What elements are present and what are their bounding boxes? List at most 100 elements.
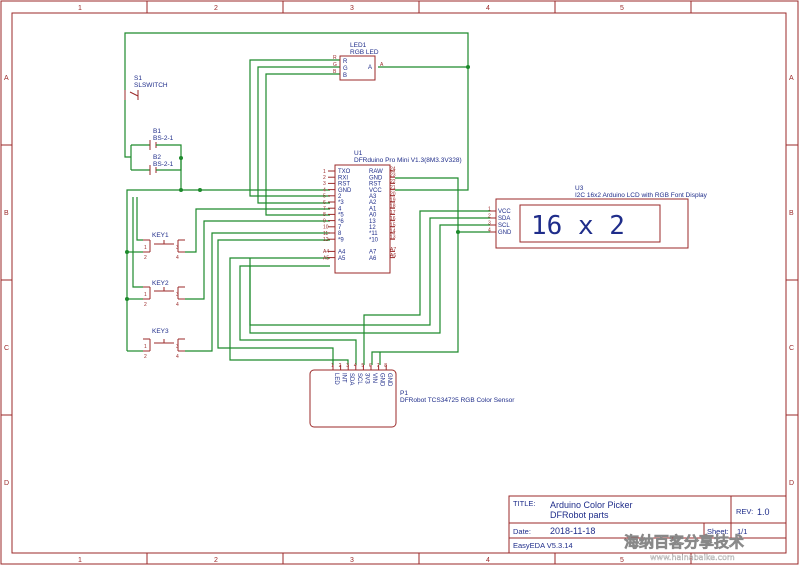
wire-gnd-rail (126, 189, 181, 351)
lcd-screen (519, 204, 661, 243)
u1-left-pin-name: 7 (338, 225, 342, 231)
tb-rev-value: 1.0 (757, 507, 770, 517)
wire-key2-d7 (185, 220, 330, 300)
u3-pin-num: 4 (488, 228, 491, 234)
led1-num-a: A (380, 62, 384, 68)
tb-date-label: Date: (513, 527, 531, 536)
key1-pin-4: 4 (176, 255, 179, 261)
u1-right-pin-name: A7 (369, 250, 377, 256)
ruler-labels: 1 2 3 4 5 1 2 3 4 5 A B C D A B C D (4, 5, 794, 564)
u3-pin-num: 1 (488, 207, 491, 213)
ruler-col-1-top: 1 (78, 5, 82, 12)
watermark-main: 海纳百客分享技术 (624, 533, 744, 551)
key2-pin-1: 1 (144, 292, 147, 298)
p1-sensor: P1 DFRobot TCS34725 RGB Color Sensor LED… (309, 363, 515, 428)
u1-right-pin-num: 16 (390, 216, 396, 222)
u1-left-pin-num: 5 (323, 194, 326, 200)
u1-right-pin-name: *11 (369, 231, 378, 237)
u1-right-pin-num: 22 (390, 179, 396, 185)
wire-gnd-main (180, 158, 330, 191)
key1-pin-3: 3 (176, 245, 179, 251)
ruler-row-c-left: C (4, 345, 9, 352)
b2-ref: B2 (153, 154, 161, 161)
ruler-col-5-top: 5 (620, 5, 624, 12)
ruler-col-4-top: 4 (486, 5, 490, 12)
u3-pin-name: SCL (498, 223, 510, 229)
u1-left-pin-name: *5 (338, 213, 344, 219)
key1-pin-1: 1 (144, 245, 147, 251)
wire-sda-lcd (229, 257, 349, 365)
led1-num-g: G (333, 62, 337, 68)
wire-key-bracket (136, 197, 143, 241)
ruler-col-1-bot: 1 (78, 557, 82, 564)
u1-left-pin-num: 6 (323, 200, 326, 206)
wire-lcd-scl (249, 224, 490, 334)
u3-pin-num: 2 (488, 214, 491, 220)
ruler-row-a-left: A (4, 75, 9, 82)
u1-left-pin-num: 9 (323, 218, 326, 224)
u1-left-pin-name: A5 (338, 256, 346, 262)
u1-left-pin-name: *3 (338, 200, 344, 206)
b1-battery: B1 BS-2-1 (131, 128, 177, 150)
key2-ref: KEY2 (152, 280, 169, 287)
p1-pin-num: 8 (384, 363, 387, 369)
u1-right-pin-num: 20 (390, 191, 396, 197)
wire-led-b (265, 73, 340, 216)
u1-right-pin-num: 19 (390, 198, 396, 204)
tb-date-value: 2018-11-18 (550, 526, 595, 536)
u1-ref: U1 (354, 150, 363, 157)
u1-left-pin-name: *6 (338, 219, 344, 225)
led1-pin-a: A (368, 65, 372, 71)
u1-right-pin-num: 17 (390, 210, 396, 216)
ruler-col-5-bot: 5 (620, 557, 624, 564)
u1-right-pin-name: RST (369, 182, 381, 188)
key2-pin-3: 3 (176, 292, 179, 298)
u1-right-pin-num: 18 (390, 204, 396, 210)
b1-ref: B1 (153, 128, 161, 135)
ruler-row-d-left: D (4, 480, 9, 487)
u1-left-pin-name: 4 (338, 206, 342, 212)
s1-ref: S1 (134, 75, 142, 82)
b2-value: BS-2-1 (153, 161, 174, 168)
tb-title-line2: DFRobot parts (550, 510, 609, 520)
tb-title-line1: Arduino Color Picker (550, 500, 633, 510)
p1-pin-name: GND (379, 373, 385, 387)
p1-pin-name: SDA (348, 373, 354, 385)
wire-led-r (249, 59, 340, 197)
p1-pin-name: GND (386, 373, 392, 387)
u1-right-pin-num: 21 (390, 185, 396, 191)
u1-left-pin-num: 1 (323, 169, 326, 175)
wire-lcd-vcc (363, 210, 490, 365)
u1-left-pin-name: RXI (338, 175, 348, 181)
u3-ref: U3 (575, 185, 584, 192)
junctions (125, 65, 470, 301)
led1-pin-g: G (343, 66, 348, 72)
tb-sheet-label: Sheet: (707, 527, 729, 536)
key2-button: KEY2 1 2 3 4 (143, 280, 185, 308)
u1-left-pin-num: 12 (323, 237, 329, 243)
u3-pin-name: GND (498, 230, 512, 236)
key3-pin-4: 4 (176, 354, 179, 360)
key1-pin-2: 2 (144, 255, 147, 261)
u1-right-pins: 24RAW23GND22RST21VCC20A319A218A117A01613… (369, 167, 396, 262)
ruler-col-4-bot: 4 (486, 557, 490, 564)
u1-right-pin-name: RAW (369, 169, 383, 175)
p1-value: DFRobot TCS34725 RGB Color Sensor (400, 397, 515, 404)
u1-right-pin-name: A3 (369, 194, 377, 200)
tb-sheet-value: 1/1 (737, 527, 747, 536)
wire-gnd-right (395, 177, 490, 233)
key3-button: KEY3 1 2 3 4 (143, 328, 185, 360)
u1-right-pin-num: 15 (390, 222, 396, 228)
p1-pin-name: SCL (356, 373, 362, 385)
led1-ref: LED1 (350, 42, 367, 49)
tb-software: EasyEDA V5.3.14 (513, 541, 573, 550)
u1-right-pin-name: A1 (369, 206, 377, 212)
u1-left-pin-name: 2 (338, 194, 342, 200)
wire-key2-bracket (132, 197, 143, 288)
b1-value: BS-2-1 (153, 135, 174, 142)
